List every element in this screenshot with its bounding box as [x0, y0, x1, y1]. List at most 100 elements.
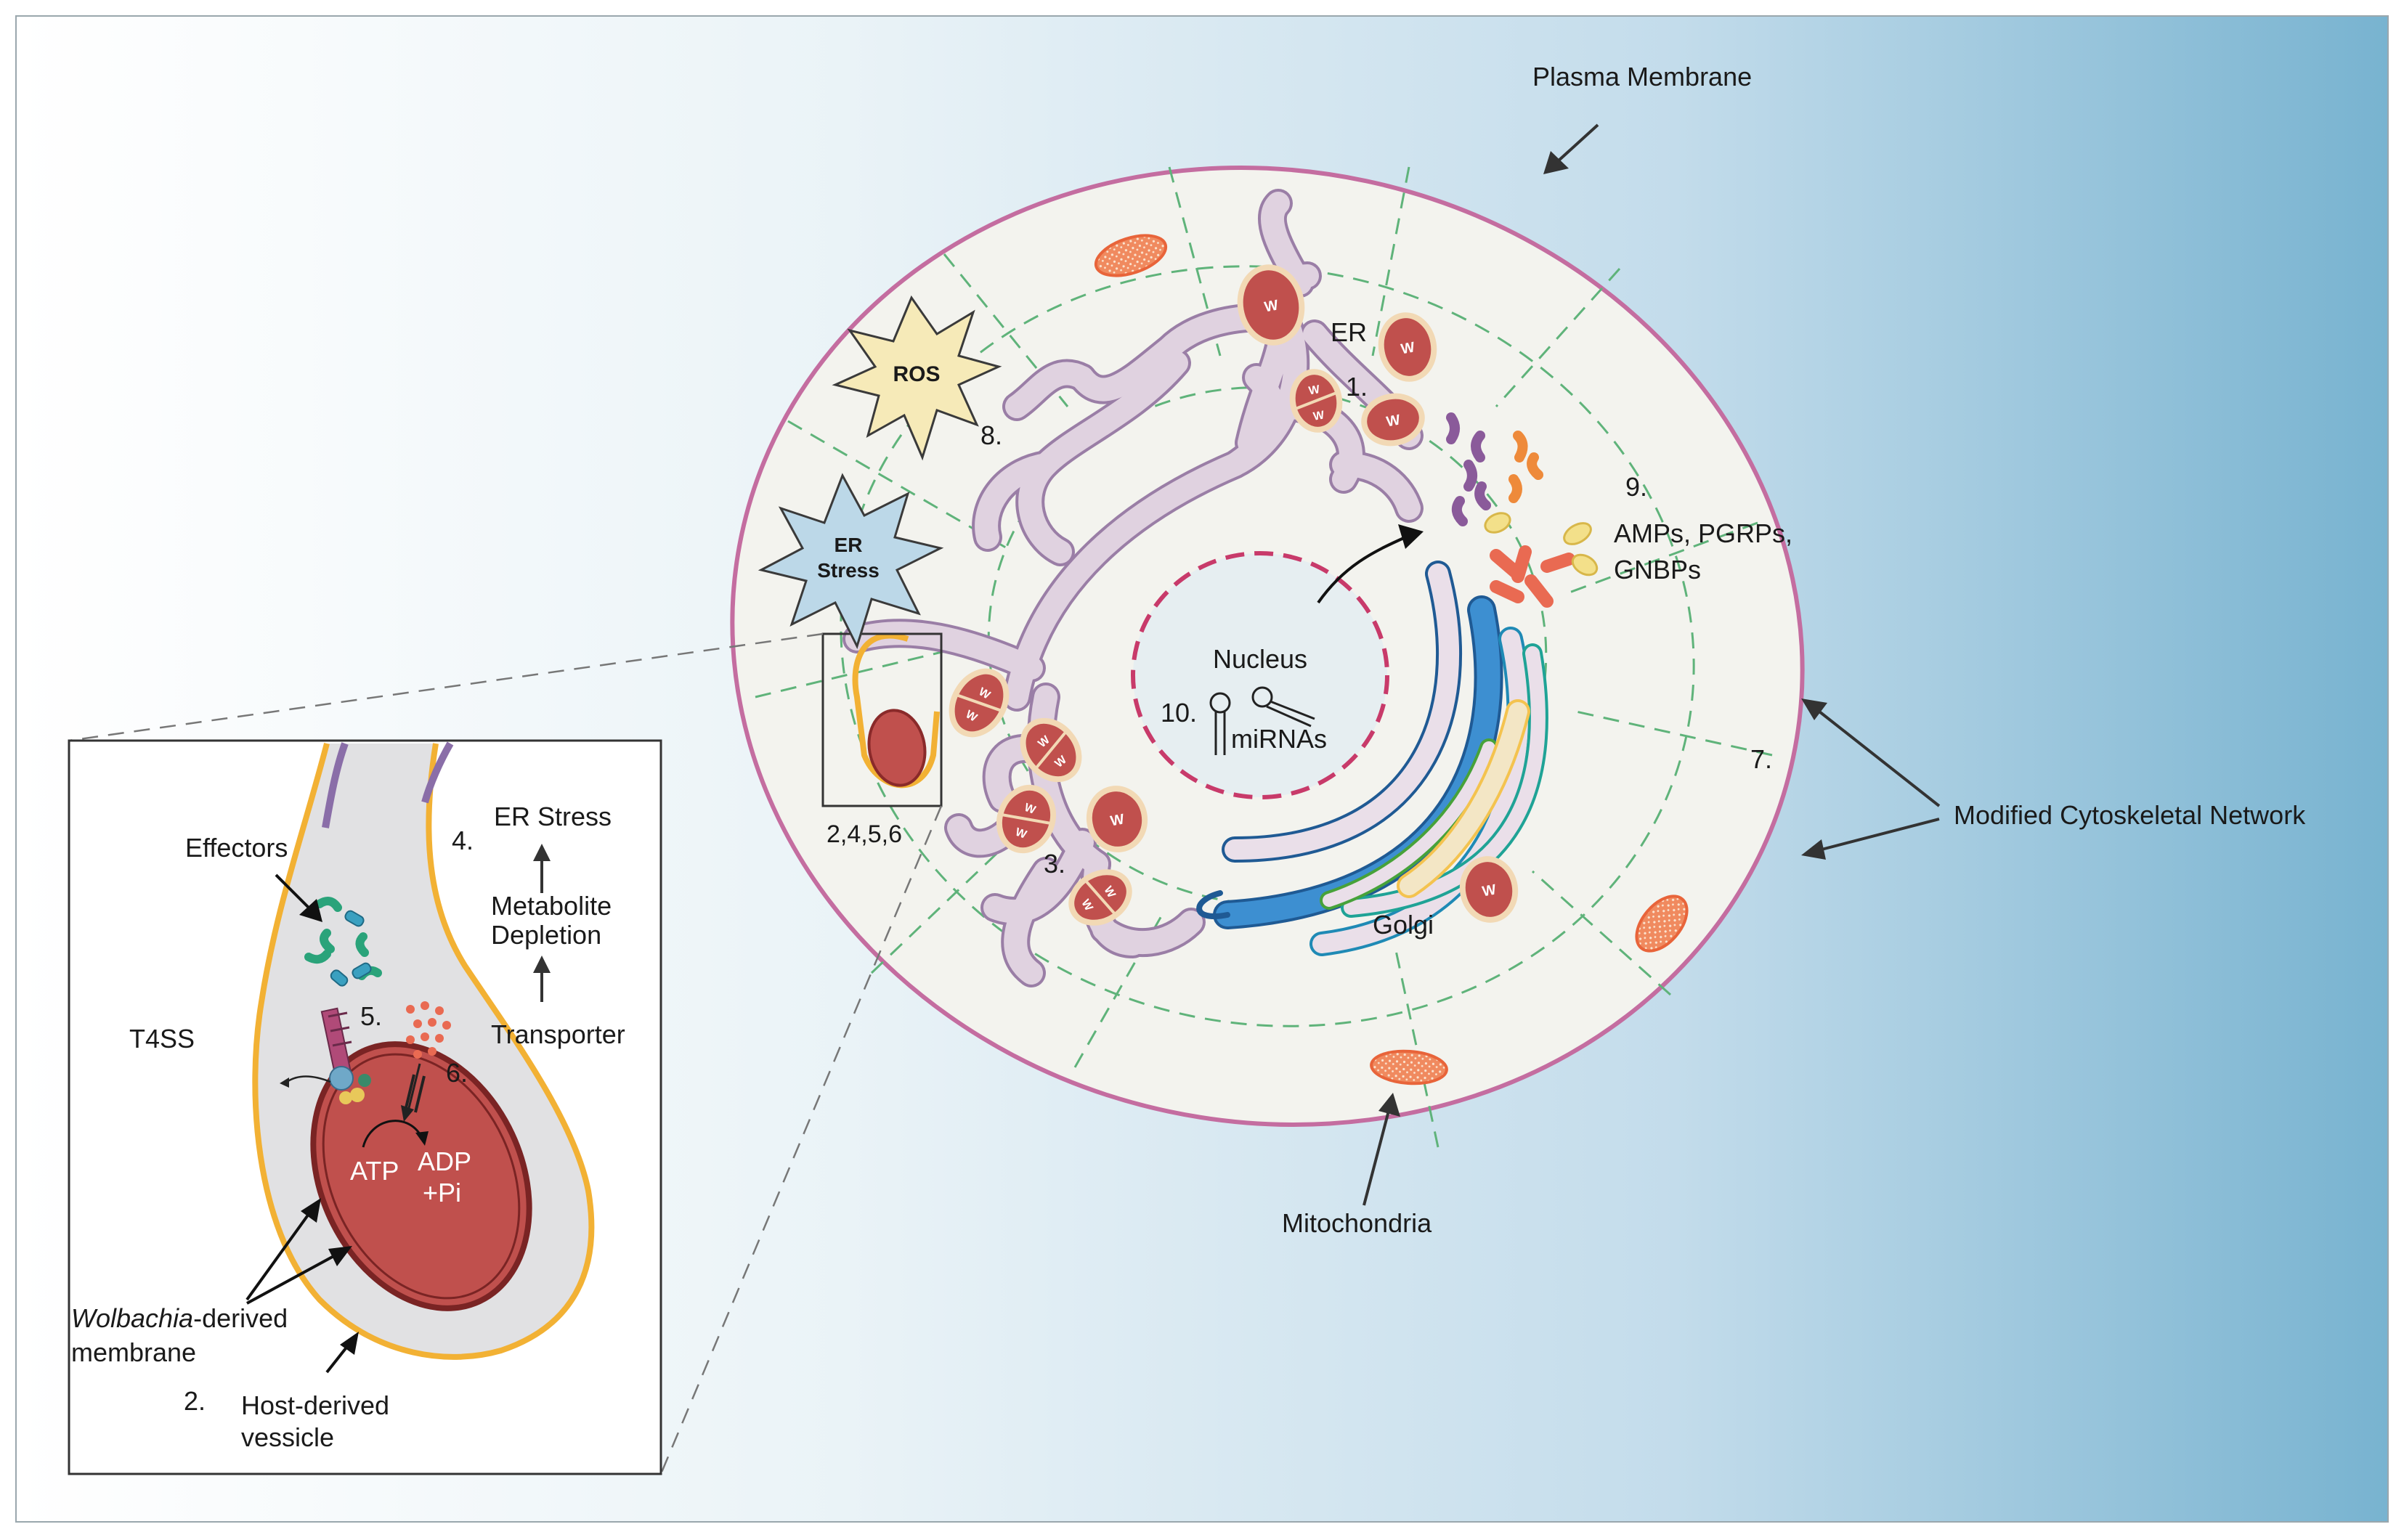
wolbachia-dividing-3: W W [1020, 717, 1082, 783]
wolbachia-4: W [1086, 786, 1148, 852]
mirna-hairpin-icon [1209, 686, 1315, 755]
effector-proteins [304, 897, 382, 987]
effectors-label: Effectors [185, 833, 288, 863]
golgi-label: Golgi [1373, 910, 1434, 940]
svg-text:W: W [1385, 412, 1402, 430]
membrane-arrowhead-2 [328, 1246, 352, 1266]
cytoskeleton-arrowhead-1 [1801, 698, 1827, 720]
number-3: 3. [1044, 849, 1065, 879]
svg-text:W: W [1263, 297, 1280, 315]
mitochondrion-1 [1094, 234, 1168, 277]
number-8: 8. [980, 420, 1002, 450]
gnbps-label: GNBPs [1614, 555, 1701, 584]
number-10: 10. [1161, 698, 1197, 728]
plasma-membrane-arrowhead [1543, 151, 1569, 174]
wolbachia-1: W [1237, 264, 1305, 346]
amps-pgrps-label: AMPs, PGRPs, [1614, 518, 1792, 548]
host-cell: 2,4,5,6 Nucleus 10. miRNAs [730, 166, 1805, 1148]
nuclear-export-arrow [1317, 536, 1406, 604]
effectors-arrowhead [299, 899, 322, 922]
t4ss-label: T4SS [129, 1024, 195, 1054]
transporter-label: Transporter [491, 1019, 625, 1049]
svg-text:W: W [1481, 881, 1498, 900]
host-vessicle-arrowhead [340, 1332, 359, 1355]
membrane-label: membrane [71, 1337, 196, 1367]
mitochondrion-3 [1370, 1049, 1448, 1085]
nucleus: Nucleus 10. miRNAs [1131, 524, 1424, 799]
er-stress-arrowhead [533, 844, 551, 861]
plasma-membrane-label: Plasma Membrane [1532, 62, 1752, 91]
golgi: Golgi [1196, 561, 1548, 956]
er-stress-burst: ER Stress [758, 473, 944, 650]
plasma-membrane-arrow [1556, 123, 1599, 163]
adp-label: ADP [418, 1146, 471, 1176]
wolbachia-derived-label: Wolbachia-derived [71, 1303, 288, 1333]
svg-text:W: W [1308, 383, 1322, 398]
mitochondria-label: Mitochondria [1282, 1208, 1432, 1238]
number-6: 6. [446, 1058, 468, 1088]
inset-wolbachia-inner-membrane [322, 1053, 521, 1300]
number-2: 2. [184, 1386, 206, 1416]
host-derived-line1: Host-derived [241, 1390, 389, 1420]
transporter-icon [404, 1074, 426, 1113]
er-derived-vessicle [852, 632, 940, 789]
wolbachia-dividing-5: W W [1068, 869, 1132, 926]
er-stress-label: ER Stress [494, 802, 612, 831]
svg-text:W: W [1014, 826, 1029, 842]
cytoskeleton-arrowhead-2 [1801, 839, 1826, 860]
t4ss-icon [320, 1007, 371, 1104]
vessicle-upper-membrane-left [322, 742, 349, 828]
number-9: 9. [1625, 472, 1647, 502]
wolbachia-italic: Wolbachia [71, 1303, 193, 1333]
wolbachia-5: W [1459, 856, 1519, 923]
svg-text:W: W [1023, 802, 1038, 817]
metabolite-line1: Metabolite [491, 891, 612, 921]
zoom-box-numbers: 2,4,5,6 [827, 820, 902, 848]
er-stress-burst-line1: ER [835, 534, 863, 556]
wolbachia-dividing-4: W W [996, 784, 1057, 854]
er-stress-burst-line2: Stress [817, 559, 880, 582]
vessicle-upper-membrane-right [421, 741, 454, 804]
modified-cytoskeleton-label: Modified Cytoskeletal Network [1954, 800, 2306, 830]
wolbachia-3: W [1361, 393, 1425, 447]
antimicrobial-peptides [1446, 412, 1599, 608]
cytoskeleton-arrow-2 [1821, 818, 1940, 851]
ros-label: ROS [893, 362, 940, 386]
nuclear-export-arrowhead [1398, 524, 1424, 549]
wolbachia-2: W [1378, 312, 1437, 382]
er-label: ER [1331, 317, 1367, 347]
nucleus-label: Nucleus [1213, 644, 1307, 674]
metabolite-arrowhead [533, 956, 551, 973]
mitochondria-arrowhead [1378, 1093, 1400, 1117]
svg-text:W: W [1312, 409, 1326, 423]
metabolite-particles [406, 1001, 451, 1059]
wolbachia-dividing-1: W W [1289, 369, 1343, 433]
zoom-box [821, 632, 943, 807]
ros-burst: ROS [832, 295, 1002, 461]
number-4: 4. [452, 826, 474, 855]
mitochondrion-2 [1635, 895, 1689, 953]
atp-to-adp-arrow [362, 1120, 423, 1148]
cytoskeleton-arrow-1 [1818, 710, 1941, 807]
effectors-arrow [275, 873, 314, 913]
membrane-arrowhead-1 [301, 1198, 321, 1223]
host-derived-line2: vessicle [241, 1422, 334, 1452]
mirnas-label: miRNAs [1231, 724, 1327, 754]
mitochondria-arrow [1363, 1110, 1390, 1206]
pi-label: +Pi [423, 1178, 461, 1207]
wolbachia-cells: W W W W W W W [949, 264, 1519, 926]
wolbachia-dividing-2: W W [949, 668, 1010, 738]
number-7: 7. [1750, 744, 1772, 774]
svg-text:W: W [1109, 811, 1126, 829]
atp-label: ATP [350, 1156, 399, 1186]
mitochondria-group [1094, 234, 1689, 1085]
number-1: 1. [1346, 372, 1368, 402]
zoom-connectors [68, 632, 943, 1475]
inset-panel: ATP ADP +Pi Effectors T4SS 5. 6. 4. ER S… [68, 739, 662, 1475]
derived-suffix: -derived [193, 1303, 288, 1333]
metabolite-line2: Depletion [491, 920, 601, 950]
number-5: 5. [360, 1001, 382, 1031]
inset-wolbachia [310, 1041, 532, 1311]
